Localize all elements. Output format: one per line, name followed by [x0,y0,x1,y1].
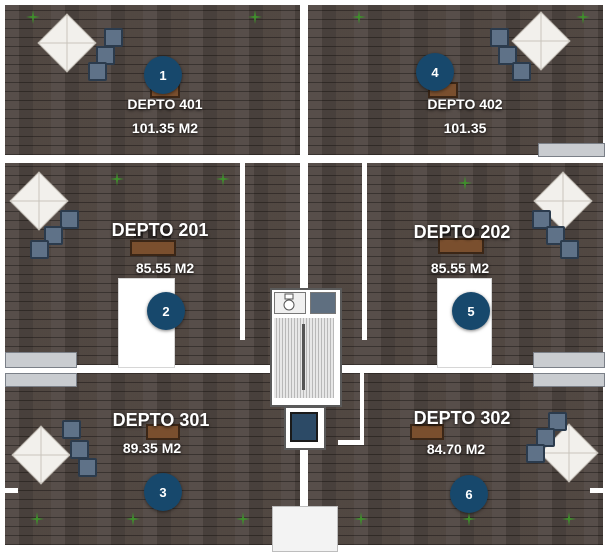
umbrella-icon [11,425,71,485]
counter-202 [533,352,605,368]
wall-center-top [301,5,307,290]
dining-chair [470,228,479,236]
wall-top-left-divider [5,155,245,161]
counter-302 [533,373,605,387]
chair-icon [490,28,509,47]
dining-chair [134,230,143,238]
dining-chair [442,228,451,236]
unit-name-401: DEPTO 401 [127,96,203,112]
table-icon [130,240,176,256]
chair-icon [78,458,97,477]
corridor-ledge-right-v [360,372,364,444]
unit-badge-202: 5 [452,292,490,330]
unit-badge-402: 4 [416,53,454,91]
wall-top-right-divider [362,155,603,161]
plant-icon [462,512,476,526]
entry-step [272,506,338,552]
unit-name-302: DEPTO 302 [413,408,511,428]
table-icon [146,424,180,440]
unit-badge-301: 3 [144,473,182,511]
plant-icon [576,10,590,24]
toilet-icon [283,293,295,311]
unit-badge-201: 2 [147,292,185,330]
plant-icon [26,10,40,24]
chair-icon [88,62,107,81]
chair-icon [62,420,81,439]
wall-bottom-right-edge [590,488,608,493]
unit-badge-302: 6 [450,475,488,513]
chair-icon [560,240,579,259]
chair-icon [526,444,545,463]
table-icon [438,238,484,254]
wall-mid-right-divider [362,365,603,371]
chair-icon [104,28,123,47]
dining-chair [456,228,465,236]
unit-badge-401: 1 [144,56,182,94]
umbrella-icon [37,13,97,73]
counter-201 [5,352,77,368]
chair-icon [548,412,567,431]
dining-chair [162,230,171,238]
chair-icon [70,440,89,459]
unit-area-301: 89.35 M2 [122,440,182,456]
unit-name-201: DEPTO 201 [111,220,209,240]
plant-icon [126,512,140,526]
table-icon [410,424,444,440]
wall-202-left [362,155,367,340]
unit-area-302: 84.70 M2 [426,441,486,457]
unit-name-202: DEPTO 202 [413,222,511,242]
chair-icon [512,62,531,81]
umbrella-icon [9,171,69,231]
umbrella-icon [511,11,571,71]
chair-icon [60,210,79,229]
wall-bottom-left-edge [0,488,18,493]
unit-area-202: 85.55 M2 [430,260,490,276]
plant-icon [110,172,124,186]
dining-chair [148,230,157,238]
stair-handrail [302,324,305,390]
chair-icon [498,46,517,65]
plant-icon [352,10,366,24]
wall-center-bottom [301,440,307,545]
plant-icon [458,176,472,190]
unit-area-401: 101.35 M2 [131,120,199,136]
unit-name-402: DEPTO 402 [427,96,503,112]
plant-icon [562,512,576,526]
counter-402 [538,143,605,157]
chair-icon [30,240,49,259]
elevator-icon [290,412,318,442]
chair-icon [532,210,551,229]
plant-icon [30,512,44,526]
counter-301 [5,373,77,387]
shaft-room [310,292,336,314]
chair-icon [536,428,555,447]
wall-mid-left-divider [5,365,245,371]
plant-icon [236,512,250,526]
unit-area-201: 85.55 M2 [135,260,195,276]
unit-name-301: DEPTO 301 [112,410,210,430]
corridor-ledge-right [338,440,364,445]
plant-icon [248,10,262,24]
wall-201-right [240,155,245,340]
plant-icon [216,172,230,186]
unit-area-402: 101.35 [443,120,487,136]
plant-icon [354,512,368,526]
